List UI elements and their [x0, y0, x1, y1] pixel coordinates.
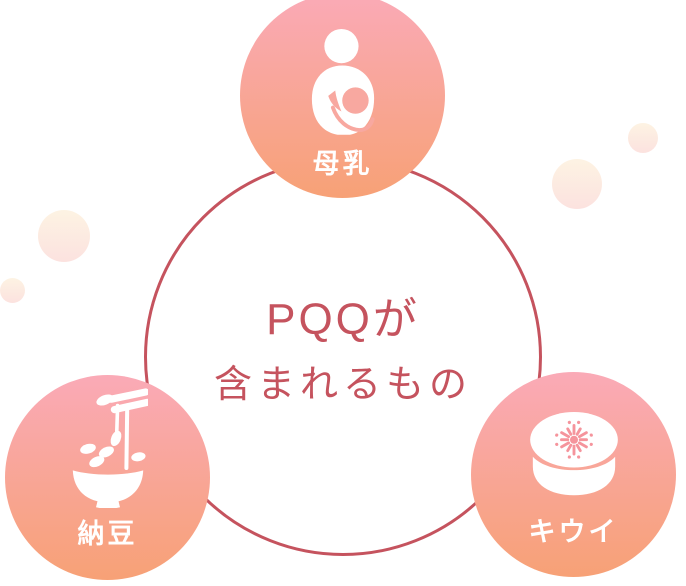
- badge-breast-milk-label: 母乳: [312, 149, 373, 179]
- breastfeeding-icon: [240, 29, 445, 141]
- badge-breast-milk: 母乳: [240, 0, 445, 198]
- natto-bowl-icon: [5, 388, 210, 508]
- badge-natto-label: 納豆: [77, 519, 138, 549]
- diagram-title: PQQが 含まれるもの: [0, 296, 686, 408]
- badge-kiwi: キウイ: [471, 372, 676, 577]
- badge-natto: 納豆: [5, 375, 210, 580]
- decor-bubble-left-large: [38, 210, 90, 262]
- badge-kiwi-label: キウイ: [528, 517, 619, 547]
- decor-bubble-right-large: [552, 159, 602, 209]
- decor-bubble-right-small: [628, 123, 658, 153]
- kiwi-fruit-icon: [471, 412, 676, 497]
- decor-bubble-left-small: [0, 278, 25, 303]
- diagram-title-line1: PQQが: [266, 295, 420, 344]
- diagram-title-line2: 含まれるもの: [213, 364, 472, 406]
